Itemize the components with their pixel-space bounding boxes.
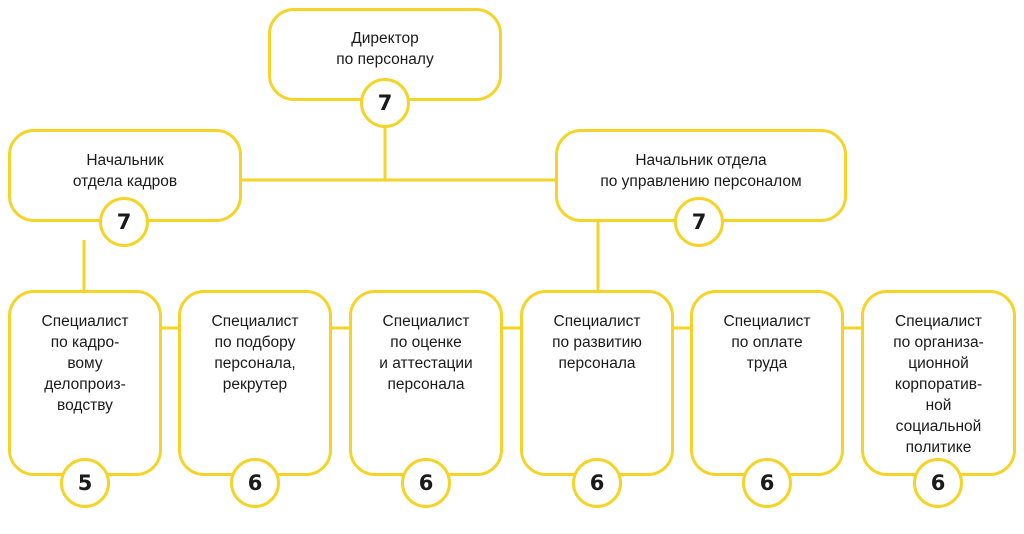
- specialist-box-records: Специалист по кадро- вому делопроиз- вод…: [8, 290, 162, 476]
- director-grade-badge: 7: [360, 78, 410, 128]
- specialist-grade-badge-records: 5: [60, 458, 110, 508]
- specialist-title-social-policy: Специалист по организа- ционной корпорат…: [893, 313, 984, 456]
- specialist-title-recruiting: Специалист по подбору персонала, рекруте…: [211, 313, 299, 393]
- manager-grade-badge-hr: 7: [99, 197, 149, 247]
- director-box: Директор по персоналу: [268, 8, 502, 101]
- specialist-grade-badge-assessment: 6: [401, 458, 451, 508]
- specialist-title-development: Специалист по развитию персонала: [552, 313, 642, 372]
- director-title: Директор по персоналу: [336, 30, 434, 68]
- specialist-title-compensation: Специалист по оплате труда: [723, 313, 811, 372]
- manager-title-pm: Начальник отдела по управлению персонало…: [600, 152, 802, 190]
- specialist-title-assessment: Специалист по оценке и аттестации персон…: [379, 313, 473, 393]
- specialist-box-development: Специалист по развитию персонала: [520, 290, 674, 476]
- manager-title-hr: Начальник отдела кадров: [72, 152, 178, 190]
- specialist-box-assessment: Специалист по оценке и аттестации персон…: [349, 290, 503, 476]
- specialist-box-compensation: Специалист по оплате труда: [690, 290, 844, 476]
- specialist-title-records: Специалист по кадро- вому делопроиз- вод…: [41, 313, 129, 414]
- specialist-grade-badge-compensation: 6: [742, 458, 792, 508]
- specialist-box-recruiting: Специалист по подбору персонала, рекруте…: [178, 290, 332, 476]
- specialist-grade-badge-social-policy: 6: [913, 458, 963, 508]
- manager-grade-badge-pm: 7: [674, 197, 724, 247]
- specialist-grade-badge-recruiting: 6: [230, 458, 280, 508]
- specialist-box-social-policy: Специалист по организа- ционной корпорат…: [861, 290, 1016, 476]
- specialist-grade-badge-development: 6: [572, 458, 622, 508]
